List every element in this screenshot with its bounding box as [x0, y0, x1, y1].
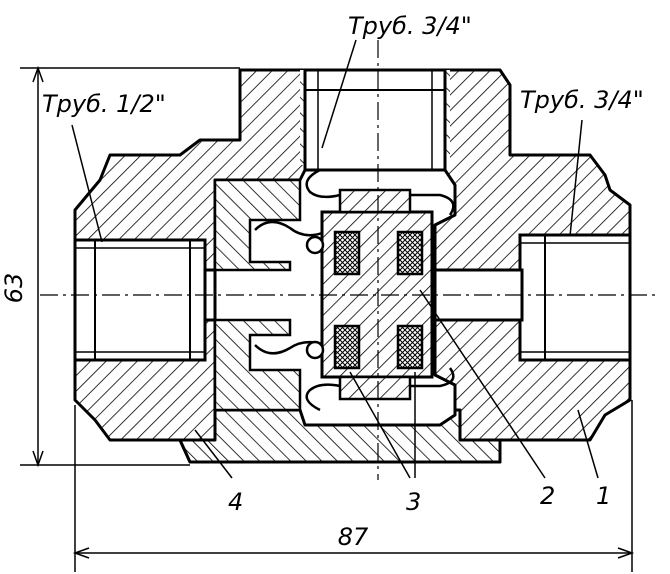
dimension-lines — [20, 65, 635, 572]
label-pipe-top: Труб. 3/4" — [348, 12, 472, 40]
callout-2: 2 — [540, 482, 555, 510]
top-pipe-bore — [303, 68, 447, 172]
leader-lines — [71, 39, 599, 479]
label-pipe-right: Труб. 3/4" — [520, 86, 644, 114]
label-pipe-left: Труб. 1/2" — [42, 90, 166, 118]
callout-4: 4 — [228, 488, 243, 516]
dimension-width: 87 — [338, 523, 369, 551]
seals — [333, 230, 424, 370]
callout-1: 1 — [596, 482, 611, 510]
dimension-height: 63 — [0, 273, 28, 304]
centerlines — [40, 40, 660, 480]
callout-3: 3 — [406, 488, 421, 516]
